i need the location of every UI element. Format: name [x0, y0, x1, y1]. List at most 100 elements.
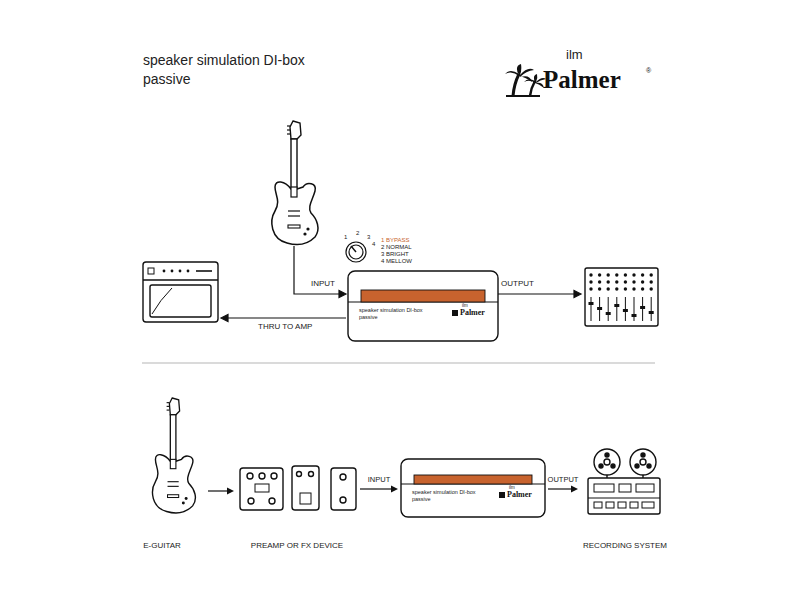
device-node: RECORDING SYSTEM [580, 446, 670, 555]
mixer-fader [634, 297, 635, 321]
logo-palms [513, 74, 519, 96]
mode-item: 3 BRIGHT [381, 251, 409, 258]
arrowhead [391, 486, 398, 493]
arrowhead [227, 488, 234, 495]
amplifier [187, 270, 190, 273]
tape-recorder [630, 449, 656, 475]
brand-name: Palmer [543, 66, 621, 95]
mixer-knob [641, 273, 644, 276]
device-caption: E-GUITAR [143, 541, 181, 550]
knob [351, 246, 356, 252]
mixer-knob [624, 273, 627, 276]
mixer-fader-cap [606, 312, 611, 315]
mixer-fader-cap [623, 309, 628, 312]
tape-recorder [619, 484, 631, 492]
mixer-knob [632, 287, 635, 290]
effect-pedals [255, 484, 269, 492]
amplifier [163, 270, 166, 273]
amplifier [171, 270, 174, 273]
brand-small: ilm [566, 48, 583, 63]
amplifier [148, 268, 154, 274]
mixing-desk [585, 268, 658, 326]
di-box: speaker simulation DI-box passiveilmPalm… [400, 458, 546, 518]
tape-recorder [611, 464, 615, 468]
effect-pedals [271, 473, 277, 479]
tape-recorder [641, 453, 645, 457]
tape-recorder [588, 498, 660, 499]
mixer-fader [591, 297, 592, 321]
signal-arrow [360, 488, 392, 489]
brand-name: Palmer [507, 490, 532, 499]
guitar-bottom [153, 398, 196, 513]
guitar-cable [294, 246, 340, 294]
guitar-cable [574, 291, 581, 298]
mixer-knob [615, 287, 618, 290]
mode-item: 1 BYPASS [381, 237, 410, 244]
mixer-knob [589, 287, 592, 290]
tape-recorder [636, 484, 654, 492]
mixer-fader-cap [614, 304, 619, 307]
mode-item: 4 MELLOW [381, 258, 412, 265]
effect-pedals [240, 468, 283, 510]
signal-arrow [548, 488, 572, 489]
signal-arrow [208, 490, 228, 491]
mixer-fader [608, 297, 609, 321]
di-box-label: speaker simulation DI-box passive [412, 489, 492, 502]
tape-recorder [604, 459, 610, 465]
arrowhead [571, 486, 578, 493]
tape-recorder [642, 502, 654, 508]
amplifier [143, 279, 218, 280]
mixer-fader-cap [589, 302, 594, 305]
tape-recorder [594, 484, 614, 492]
effect-pedals [248, 498, 254, 504]
effect-pedals [247, 473, 253, 479]
logo-palms [524, 74, 546, 88]
mixer-fader-cap [649, 311, 654, 314]
logo-palms [505, 64, 546, 97]
mixer-knob [607, 280, 610, 283]
amplifier [152, 288, 172, 314]
mixer-knob [598, 280, 601, 283]
knob-number: 1 [344, 234, 347, 241]
edge-label: OUTPUT [548, 476, 579, 485]
di-box-logo-mark [499, 492, 505, 498]
effect-pedals [309, 472, 314, 477]
device-caption: RECORDING SYSTEM [583, 541, 667, 550]
guitar-top [272, 121, 318, 245]
effect-pedals [340, 497, 346, 503]
mixer-fader-cap [632, 314, 637, 317]
device-node: PREAMP OR FX DEVICE [236, 460, 358, 555]
tape-recorder [588, 478, 660, 514]
knob [349, 245, 363, 259]
effect-pedals [259, 473, 265, 479]
knob [346, 242, 366, 262]
di-box-logo-mark [452, 310, 458, 316]
brand-name: Palmer [460, 308, 485, 317]
tape-recorder [640, 459, 646, 465]
knob-number: 4 [372, 241, 375, 248]
amplifier [143, 262, 218, 322]
di-box-label: speaker simulation DI-box passive [359, 307, 439, 320]
amplifier [179, 270, 182, 273]
amplifier [143, 262, 218, 322]
brand-small: ilm [462, 303, 468, 308]
mixer-knob [650, 287, 653, 290]
mixer-knob [598, 273, 601, 276]
tape-recorder [618, 502, 626, 508]
di-box-outline [347, 270, 499, 342]
mode-item: 2 NORMAL [381, 244, 412, 251]
device-caption: PREAMP OR FX DEVICE [251, 541, 343, 550]
effect-pedals [297, 472, 302, 477]
tape-recorder [594, 449, 620, 475]
mixer-fader [616, 297, 617, 321]
divider-line [142, 363, 655, 364]
registered-mark: ® [646, 67, 651, 75]
mixer-knob [650, 280, 653, 283]
tape-recorder [630, 502, 638, 508]
guitar-cable [339, 291, 346, 298]
signal-label: OUTPUT [501, 279, 534, 288]
tape-recorder [605, 453, 609, 457]
tape-recorder [606, 502, 614, 508]
di-box-stripe [361, 290, 485, 302]
